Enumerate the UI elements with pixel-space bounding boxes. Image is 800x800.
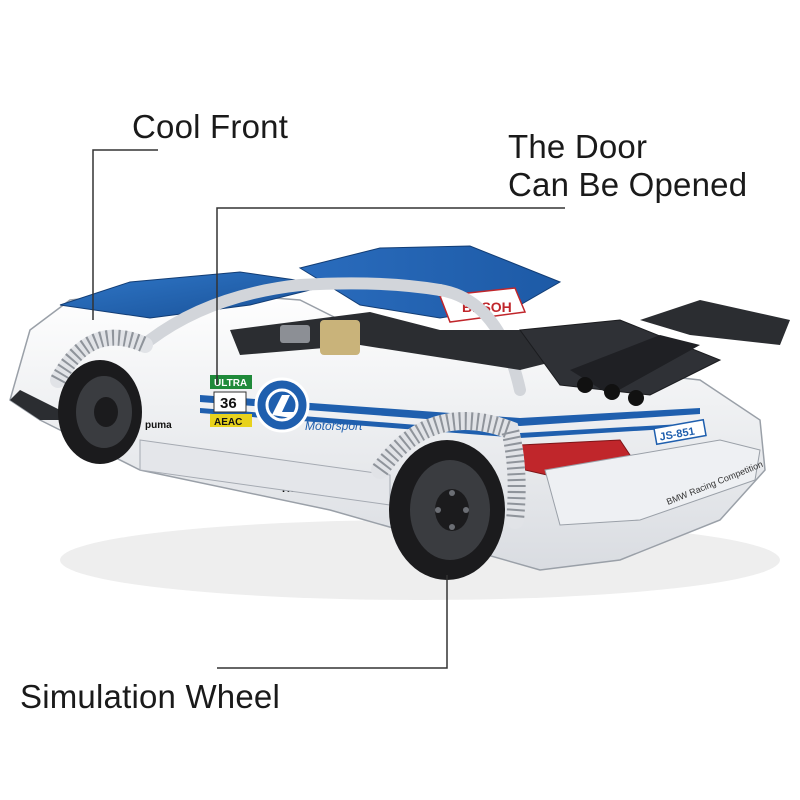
- rear-fender-ribs: [372, 412, 526, 521]
- callout-door-line1: The Door: [508, 128, 648, 165]
- steering-column: [280, 325, 310, 343]
- aeac-text: AEAC: [214, 417, 242, 428]
- rear-wheel: [389, 440, 505, 580]
- roll-cage-front: [144, 277, 446, 346]
- roll-cage-rear: [434, 284, 526, 396]
- license-plate: JS-851: [653, 418, 707, 446]
- motorsport-text: Motorsport: [305, 419, 363, 433]
- callout-door-line2: Can Be Opened: [508, 166, 748, 203]
- front-fender-ribs: [50, 329, 149, 384]
- rear-wing: [570, 300, 790, 406]
- callout-cool-front: Cool Front: [132, 108, 289, 145]
- callout-line-wheel: [217, 575, 448, 669]
- puma-text: puma: [145, 420, 172, 431]
- ultra-text: ULTRA: [214, 378, 247, 389]
- callout-simulation-wheel: Simulation Wheel: [20, 678, 280, 715]
- side-stripe: [200, 395, 700, 426]
- seat: [320, 320, 360, 355]
- callout-door: The Door Can Be Opened: [508, 128, 747, 204]
- race-number: 36: [220, 395, 237, 412]
- rear-bumper: [544, 439, 761, 526]
- front-wheel: [58, 360, 142, 464]
- front-splitter: [10, 390, 60, 420]
- callout-line-door: [216, 207, 565, 385]
- callout-line-front: [92, 149, 158, 320]
- door-logo: [254, 377, 310, 433]
- race-number-plate: ULTRA 36 AEAC: [210, 375, 252, 428]
- side-stripe-2: [200, 408, 700, 438]
